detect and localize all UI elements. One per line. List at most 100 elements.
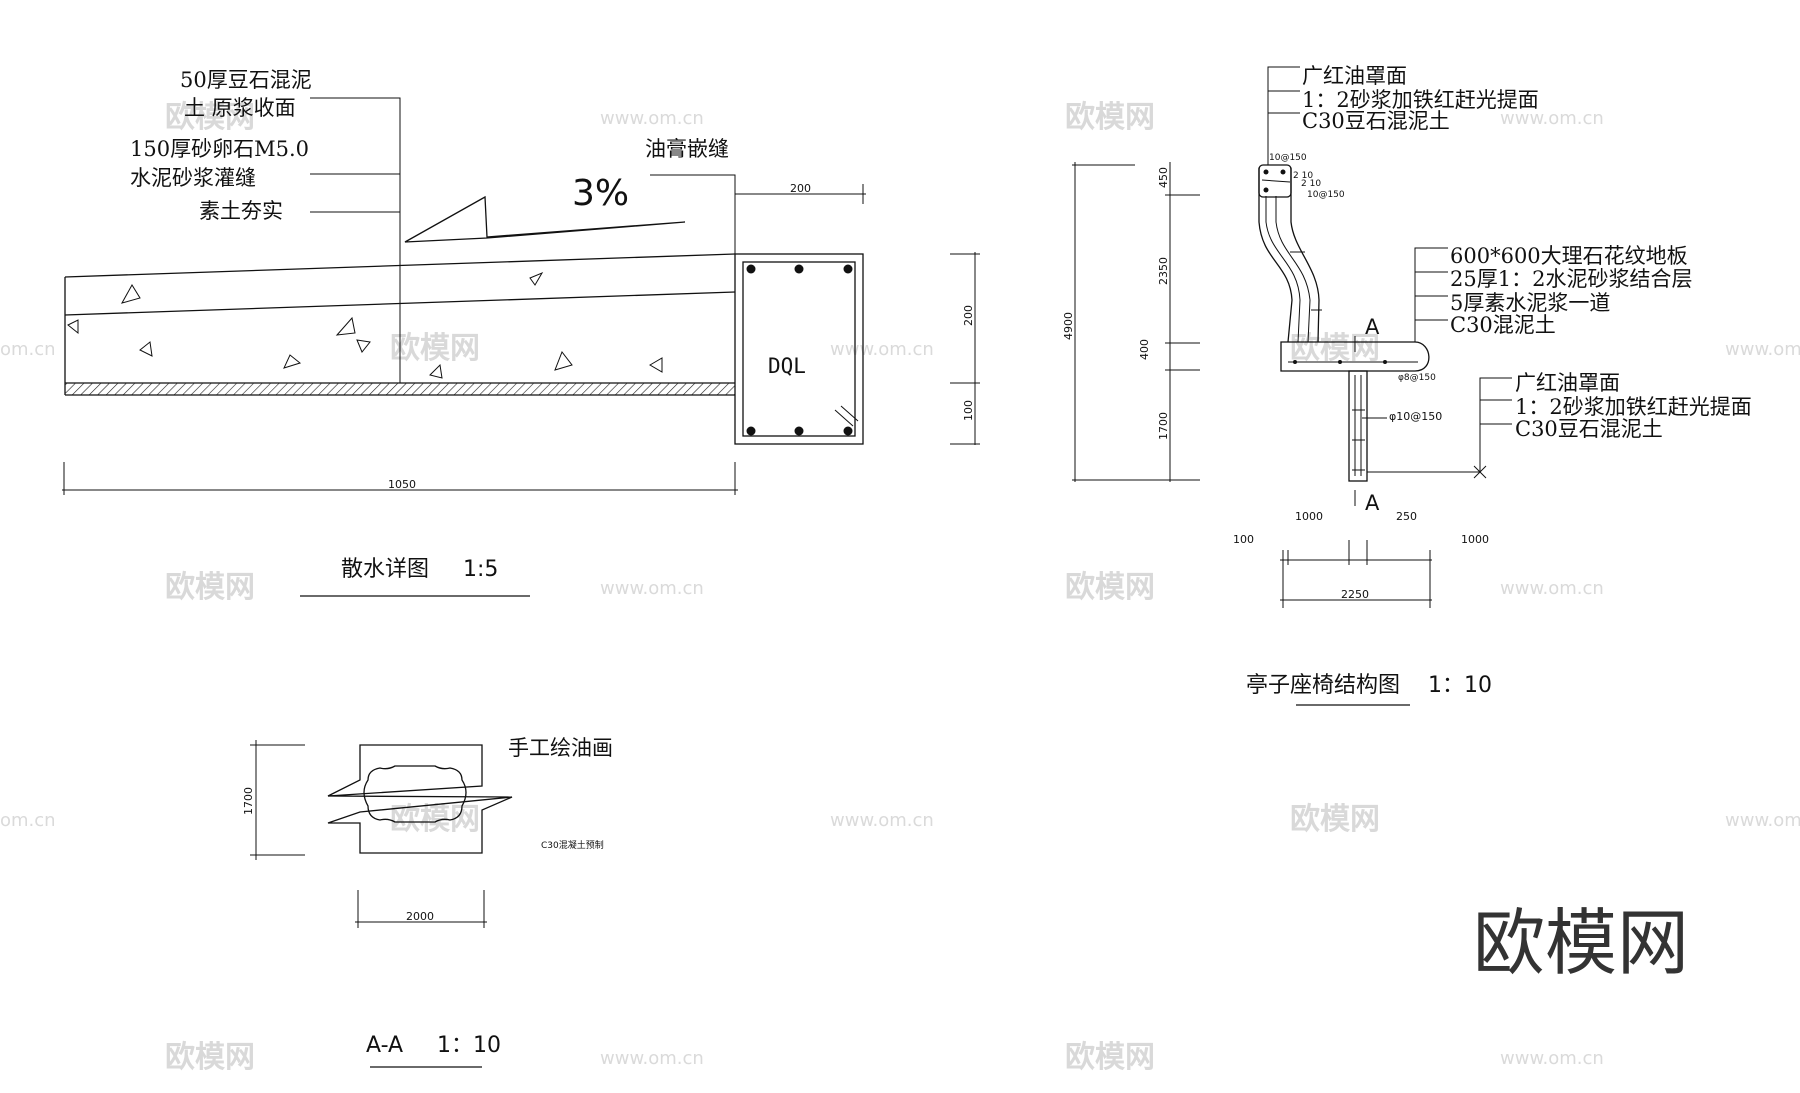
leader-line (310, 97, 401, 383)
rebar-dot (746, 426, 756, 436)
aggregate-mark (120, 284, 141, 304)
dim-width-4: 1000 (1461, 533, 1489, 546)
base-label: C30豆石混泥土 (1515, 417, 1663, 441)
slope-label: 3% (572, 173, 629, 214)
backrest-outline (1258, 168, 1293, 343)
rebar-dot (843, 264, 853, 274)
section-aa-detail: 手工绘油画 C30混凝土预制 1700 2000 A-A 1：10 (242, 736, 613, 1068)
aggregate-mark (139, 341, 153, 357)
section-scale: 1：10 (437, 1033, 501, 1058)
floor-leader (1414, 247, 1448, 342)
watermark-url: www.om.cn (1500, 108, 1604, 129)
compacted-soil-hatch (65, 383, 735, 395)
dim-height-3: 400 (1138, 339, 1151, 360)
bench-scale: 1：10 (1428, 673, 1492, 698)
dim-total-length: 1050 (388, 478, 416, 491)
aggregate-mark (554, 350, 573, 371)
watermark-url: om.cn (0, 810, 56, 831)
section-lower-plate (327, 796, 513, 854)
ground-beam-inner (742, 261, 856, 437)
joint-leader (650, 174, 736, 260)
slope-arrow (404, 195, 686, 243)
ground-beam-outer (734, 253, 864, 445)
rebar-label: 2 10 (1293, 171, 1313, 181)
backrest-rebar (1265, 196, 1301, 343)
rebar-dot (1293, 360, 1297, 364)
bench-top-label: 1：2砂浆加铁红赶光提面 (1302, 88, 1539, 112)
rebar-dot (1280, 169, 1286, 175)
section-marker: A (1365, 315, 1380, 339)
bench-title: 亭子座椅结构图 (1246, 673, 1400, 698)
dim-total-height: 4900 (1062, 312, 1075, 340)
dim-width-2: 1000 (1295, 510, 1323, 523)
layer-label: 水泥砂浆灌缝 (130, 166, 256, 190)
beam-label: DQL (768, 354, 806, 378)
rebar-dot (843, 426, 853, 436)
rebar-dot (794, 426, 804, 436)
watermark-brand: 欧模网 (1290, 331, 1380, 366)
dim-height-1: 450 (1157, 167, 1170, 188)
dim-width-3: 250 (1396, 510, 1417, 523)
dim-beam-lower: 100 (962, 400, 975, 421)
layer-label: 150厚砂卵石M5.0 (130, 137, 309, 161)
watermark-url: www.om.cn (830, 339, 934, 360)
watermark-url: www.om.cn (1725, 339, 1800, 360)
layer-label: 50厚豆石混泥 (180, 68, 312, 92)
layer-label: 土 原浆收面 (184, 96, 296, 120)
rebar-label: 2 10 (1301, 179, 1321, 189)
watermark-url: www.om.cn (600, 1048, 704, 1069)
floor-label: 600*600大理石花纹地板 (1450, 244, 1688, 268)
floor-label: C30混泥土 (1450, 313, 1556, 337)
aggregate-mark (529, 271, 544, 286)
aggregate-mark (67, 319, 79, 335)
dim-width-1: 100 (1233, 533, 1254, 546)
brand-logo: 欧模网 (1473, 901, 1689, 985)
backrest-cap (1258, 164, 1292, 198)
dim-beam-upper: 200 (962, 305, 975, 326)
rebar-dot (794, 264, 804, 274)
watermark-brand: 欧模网 (1065, 100, 1155, 135)
bench-leader (1267, 66, 1300, 165)
slab-mid-line (64, 291, 736, 316)
watermark-url: www.om.cn (1500, 1048, 1604, 1069)
rebar-mid-label: φ10@150 (1389, 410, 1442, 423)
bench-leg (1348, 370, 1368, 482)
watermark-brand: 欧模网 (165, 570, 255, 605)
section-marker: A (1365, 491, 1380, 515)
watermark-url: www.om.cn (830, 810, 934, 831)
dim-section-width: 2000 (406, 910, 434, 923)
floor-label: 25厚1：2水泥砂浆结合层 (1450, 267, 1692, 291)
stirrup-hook (834, 409, 854, 427)
section-mid-line (327, 795, 513, 798)
aggregate-mark (283, 354, 302, 369)
aggregate-mark (335, 316, 356, 336)
rebar-dot (1338, 360, 1342, 364)
watermark-brand: 欧模网 (1290, 802, 1380, 837)
section-title: A-A (366, 1033, 403, 1058)
backrest-outline (1290, 168, 1320, 343)
drainage-detail: 50厚豆石混泥 土 原浆收面 150厚砂卵石M5.0 水泥砂浆灌缝 素土夯实 油… (62, 68, 980, 597)
rebar-dot (1383, 360, 1387, 364)
watermark-brand: 欧模网 (390, 331, 480, 366)
base-label: 广红油罩面 (1515, 371, 1620, 395)
detail-title: 散水详图 (341, 557, 429, 582)
stirrup-hook (840, 405, 859, 422)
watermark-brand: 欧模网 (165, 1040, 255, 1075)
seat-slab (1280, 341, 1430, 372)
detail-scale: 1:5 (463, 557, 498, 582)
rebar-label: 10@150 (1307, 190, 1345, 200)
watermark-url: www.om.cn (1725, 810, 1800, 831)
watermark-layer: 欧模网 www.om.cn 欧模网 www.om.cn om.cn 欧模网 ww… (0, 100, 1800, 1075)
aggregate-mark (649, 357, 663, 373)
bench-top-label: 广红油罩面 (1302, 64, 1407, 88)
rebar-dot (1263, 169, 1269, 175)
painting-frame (363, 765, 467, 823)
section-material: C30混凝土预制 (541, 839, 604, 851)
rebar-small-label: φ8@150 (1398, 373, 1436, 383)
slab-top-line (64, 253, 736, 278)
rebar-dot (746, 264, 756, 274)
dim-section-height: 1700 (242, 787, 255, 815)
dim-beam-width: 200 (790, 182, 811, 195)
base-label: 1：2砂浆加铁红赶光提面 (1515, 395, 1752, 419)
